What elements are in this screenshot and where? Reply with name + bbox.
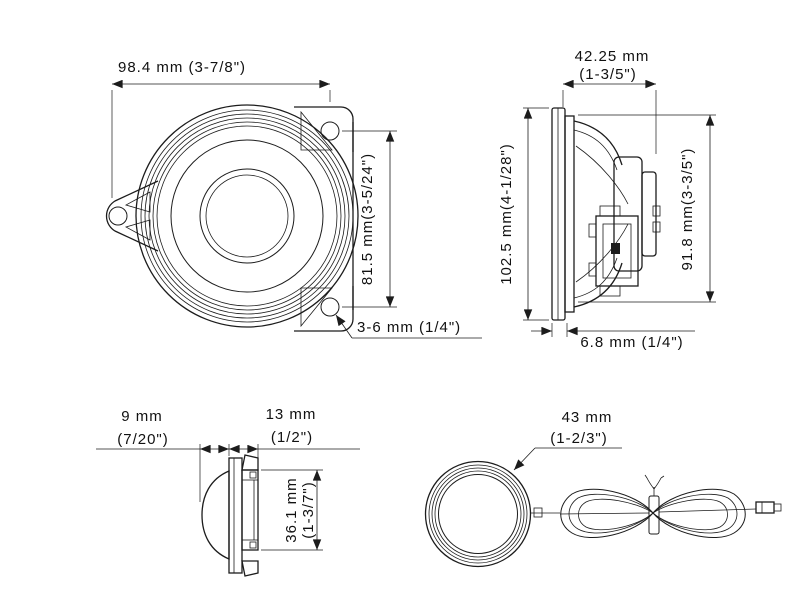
woofer-surround-ring: [140, 109, 354, 323]
ear-web-bottom-right: [300, 287, 333, 328]
tweeter-screw-bottom: [249, 541, 257, 549]
mounting-hole-bottom-right: [320, 297, 340, 317]
magnet-pole: [641, 171, 657, 257]
dim-overall-height-label: 102.5 mm(4-1/28"): [498, 143, 515, 285]
extension-lines-overall-height: [523, 107, 549, 321]
mounting-hole-left: [108, 206, 128, 226]
dim-woofer-width-label: 98.4 mm (3-7/8"): [118, 59, 246, 76]
dim-basket-height-label: 91.8 mm(3-3/5"): [679, 148, 696, 271]
woofer-dust-cap-outer: [199, 168, 295, 264]
terminal-inner: [602, 223, 632, 279]
tweeter-side-view: 9 mm (7/20") 13 mm (1/2") 36.1 mm (1-3/7…: [96, 406, 360, 577]
tweeter-ring: [428, 464, 528, 564]
wire-sleeve: [533, 507, 543, 518]
wire-through-left: [559, 512, 650, 515]
woofer-cone-edge: [170, 139, 324, 293]
basket-top-inner: [573, 129, 618, 171]
extension-lines-basket-height: [578, 114, 716, 303]
cable-tie-tail: [644, 474, 665, 496]
tweeter-flange: [228, 457, 243, 574]
vent-tab-top: [652, 205, 661, 217]
mounting-hole-top-right: [320, 121, 340, 141]
wire-coil-inner: [578, 498, 728, 531]
tweeter-honeycomb-grille: [438, 474, 518, 554]
wire-through-right: [658, 508, 757, 513]
dim-dome-depth-in-label: (7/20"): [117, 431, 169, 448]
woofer-surround-ring: [144, 113, 350, 319]
dim-woofer-height-label: 81.5 mm(3-5/24"): [359, 153, 376, 285]
terminal-step-top: [599, 205, 621, 217]
tweeter-ring: [431, 467, 525, 561]
wire-connector: [755, 501, 775, 514]
extension-lines-width: [111, 90, 331, 198]
basket-top-edge: [573, 120, 623, 166]
ear-web-left-bottom: [124, 219, 151, 241]
ear-web-top-right: [300, 110, 333, 151]
mounting-ear-top-right: [294, 106, 354, 152]
dim-diameter-mm-label: 43 mm: [562, 409, 613, 426]
terminal-step-bottom: [599, 285, 621, 297]
ear-web-left-top: [124, 191, 151, 213]
dim-dome-depth-mm-label: 9 mm: [121, 408, 163, 425]
dim-depth-in-label: (1-3/5"): [579, 66, 637, 83]
dim-leader-diameter: [513, 447, 536, 471]
front-gasket-plate: [551, 107, 566, 321]
extension-lines-tweeter-height: [261, 469, 323, 551]
terminal-tab-left-bottom: [588, 262, 597, 277]
tweeter-outer-ring: [424, 460, 532, 568]
tweeter-tab-top: [241, 454, 259, 471]
woofer-surround-ring: [148, 117, 346, 315]
vent-tab-bottom: [652, 221, 661, 233]
mounting-ear-left: [105, 180, 159, 252]
tweeter-screw-top: [249, 471, 257, 479]
dim-body-depth-mm-label: 13 mm: [266, 406, 317, 423]
cone-profile-bottom: [575, 223, 629, 283]
tweeter-ring: [434, 470, 522, 558]
woofer-surround-ring: [152, 121, 342, 311]
dim-tweeter-height-in-label: (1-3/7"): [300, 481, 317, 539]
dim-tweeter-height-mm-label: 36.1 mm: [283, 477, 300, 542]
tweeter-dome-grille: [201, 470, 230, 560]
basket-bottom-edge: [573, 262, 623, 308]
tweeter-body: [241, 469, 259, 551]
tweeter-front-view: 43 mm (1-2/3"): [424, 409, 782, 568]
dim-diameter-in-label: (1-2/3"): [550, 430, 608, 447]
woofer-outer-ring: [135, 104, 359, 328]
dim-mount-holes-label: 3-6 mm (1/4"): [357, 319, 461, 336]
terminal-slot: [611, 243, 620, 254]
woofer-dust-cap-inner: [205, 174, 289, 258]
dim-flange-label: 6.8 mm (1/4"): [580, 334, 683, 351]
dim-depth-mm-label: 42.25 mm: [575, 48, 650, 65]
dim-body-depth-in-label: (1/2"): [271, 429, 313, 446]
extension-lines-flange: [551, 323, 568, 337]
callout-leader: [335, 314, 353, 339]
terminal-tab-left-top: [588, 223, 597, 238]
woofer-front-view: 98.4 mm (3-7/8") 81.5 mm(3-5/24") 3-6 mm…: [105, 59, 482, 339]
woofer-side-view: 42.25 mm (1-3/5") 102.5 mm(4-1/28") 91.8…: [498, 48, 716, 351]
cone-profile-top: [575, 145, 629, 205]
wire-connector-tip: [773, 503, 782, 512]
mounting-flange-plate: [564, 115, 575, 313]
tweeter-tab-bottom: [241, 560, 259, 577]
woofer-surround-ring: [156, 125, 338, 307]
extension-lines-depth: [562, 90, 657, 154]
mounting-ear-bottom-right: [294, 286, 354, 332]
